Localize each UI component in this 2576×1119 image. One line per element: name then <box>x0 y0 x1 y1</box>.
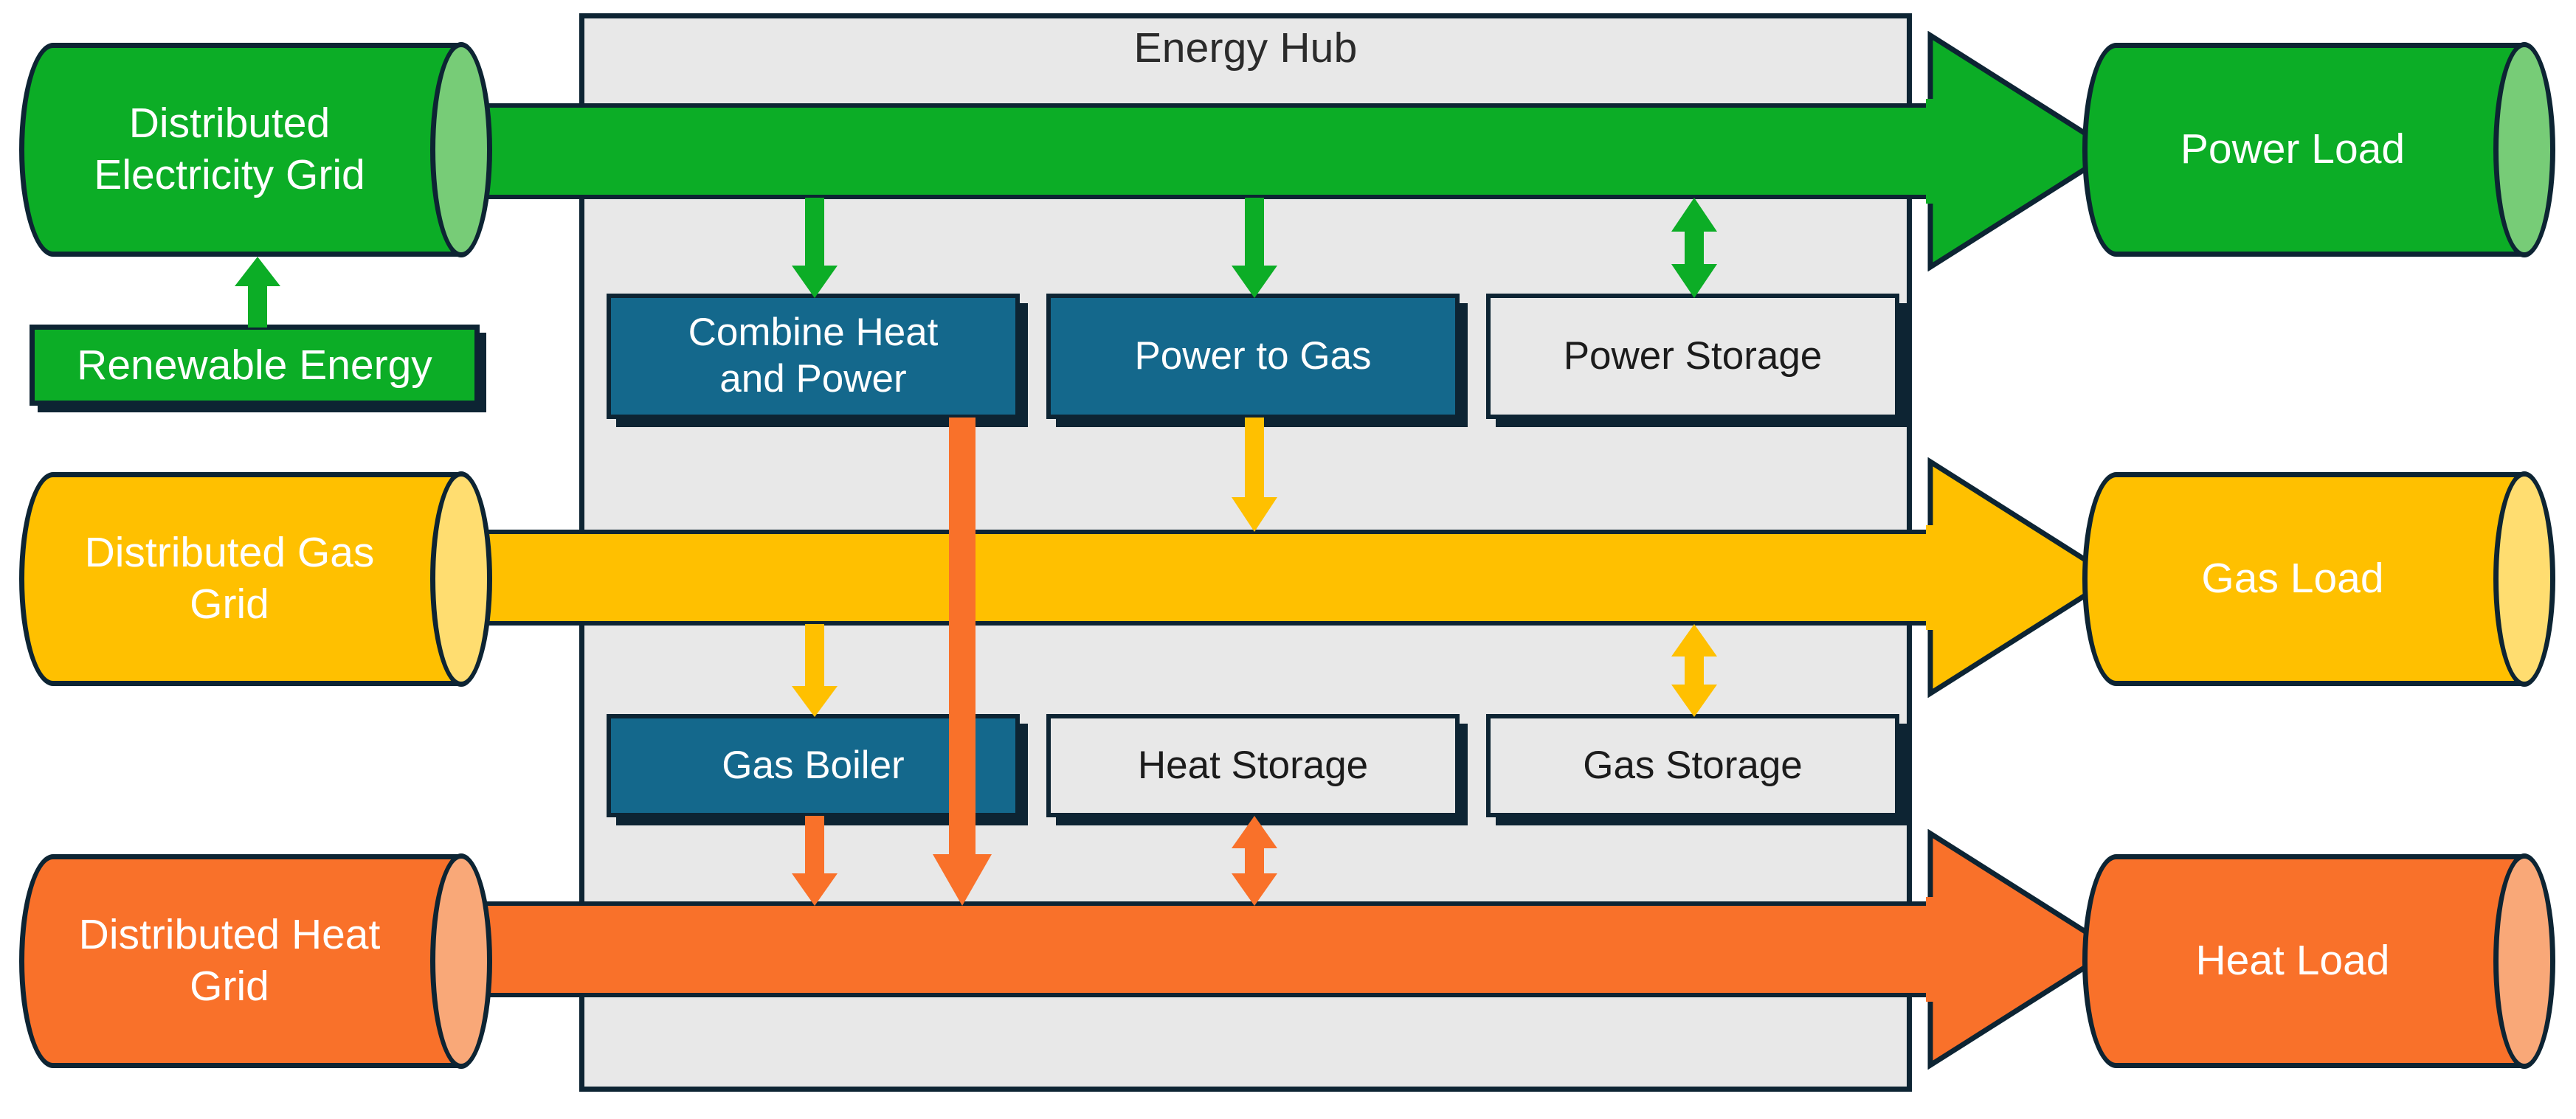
source-distributed-gas-grid[interactable]: Distributed Gas Grid <box>19 471 492 687</box>
power-to-gas-label: Power to Gas <box>1134 333 1372 378</box>
source-label-line2: Electricity Grid <box>94 151 365 198</box>
load-power-load[interactable]: Power Load <box>2082 42 2555 257</box>
renewable-energy-label: Renewable Energy <box>77 342 432 389</box>
tech-box-heat-storage[interactable]: Heat Storage <box>1046 714 1460 817</box>
load-label: Power Load <box>2180 125 2406 173</box>
flow-band-heat-head <box>1926 829 2118 1070</box>
source-label: Distributed Heat Grid <box>19 854 440 1068</box>
cylinder-cap <box>430 42 492 257</box>
cylinder-cap <box>2493 42 2555 257</box>
load-gas-load[interactable]: Gas Load <box>2082 471 2555 687</box>
flow-band-power-shaft <box>476 103 1944 199</box>
source-label-line1: Distributed Gas <box>84 529 375 577</box>
flow-band-power <box>476 31 2118 271</box>
tech-box-gas-storage[interactable]: Gas Storage <box>1486 714 1899 817</box>
source-label-line1: Distributed Heat <box>78 911 381 959</box>
gas-storage-label: Gas Storage <box>1583 743 1803 787</box>
heat-storage-label: Heat Storage <box>1137 743 1369 787</box>
source-label: Distributed Gas Grid <box>19 472 440 686</box>
arrow-power-to-chp <box>792 198 838 298</box>
cylinder-cap <box>2493 471 2555 687</box>
renewable-energy-box[interactable]: Renewable Energy <box>30 325 480 406</box>
flow-band-power-head <box>1926 31 2118 271</box>
cylinder-body <box>19 43 491 257</box>
cylinder-body <box>2082 854 2555 1068</box>
power-storage-label: Power Storage <box>1563 333 1823 378</box>
load-heat-load[interactable]: Heat Load <box>2082 853 2555 1069</box>
source-label: Distributed Electricity Grid <box>19 43 440 257</box>
cylinder-body <box>2082 472 2555 686</box>
cylinder-cap <box>430 853 492 1069</box>
source-distributed-heat-grid[interactable]: Distributed Heat Grid <box>19 853 492 1069</box>
arrow-gas-storage-bidirectional <box>1671 624 1717 717</box>
tech-box-combine-heat-and-power[interactable]: Combine Heat and Power <box>607 294 1020 419</box>
chp-label-line2: and Power <box>719 357 907 401</box>
arrow-gas-to-gas-boiler <box>792 624 838 717</box>
arrow-chp-to-heat-band <box>933 418 992 906</box>
flow-band-gas <box>476 457 2118 698</box>
load-label: Gas Load <box>2201 555 2384 603</box>
source-label-line1: Distributed <box>128 100 331 148</box>
load-label: Heat Load <box>2195 937 2390 985</box>
source-label-line2: Grid <box>190 581 269 628</box>
source-distributed-electricity-grid[interactable]: Distributed Electricity Grid <box>19 42 492 257</box>
flow-band-heat-shaft <box>476 901 1944 997</box>
tech-box-power-storage[interactable]: Power Storage <box>1486 294 1899 419</box>
arrow-renewable-to-power-grid <box>235 257 280 328</box>
gas-boiler-label: Gas Boiler <box>722 743 905 787</box>
flow-band-gas-head <box>1926 457 2118 698</box>
chp-label-line1: Combine Heat <box>688 311 939 355</box>
arrow-heat-storage-bidirectional <box>1232 816 1277 906</box>
flow-band-heat <box>476 829 2118 1070</box>
cylinder-body <box>19 854 491 1068</box>
cylinder-cap <box>2493 853 2555 1069</box>
arrow-power-to-power-to-gas <box>1232 198 1277 298</box>
cylinder-cap <box>430 471 492 687</box>
source-label-line2: Grid <box>190 963 269 1010</box>
energy-hub-title: Energy Hub <box>1133 24 1358 72</box>
tech-box-power-to-gas[interactable]: Power to Gas <box>1046 294 1460 419</box>
arrow-gas-boiler-to-heat-band <box>792 816 838 906</box>
cylinder-body <box>2082 43 2555 257</box>
arrow-power-storage-bidirectional <box>1671 198 1717 298</box>
arrow-power-to-gas-to-gas-band <box>1232 418 1277 532</box>
flow-band-gas-shaft <box>476 530 1944 626</box>
